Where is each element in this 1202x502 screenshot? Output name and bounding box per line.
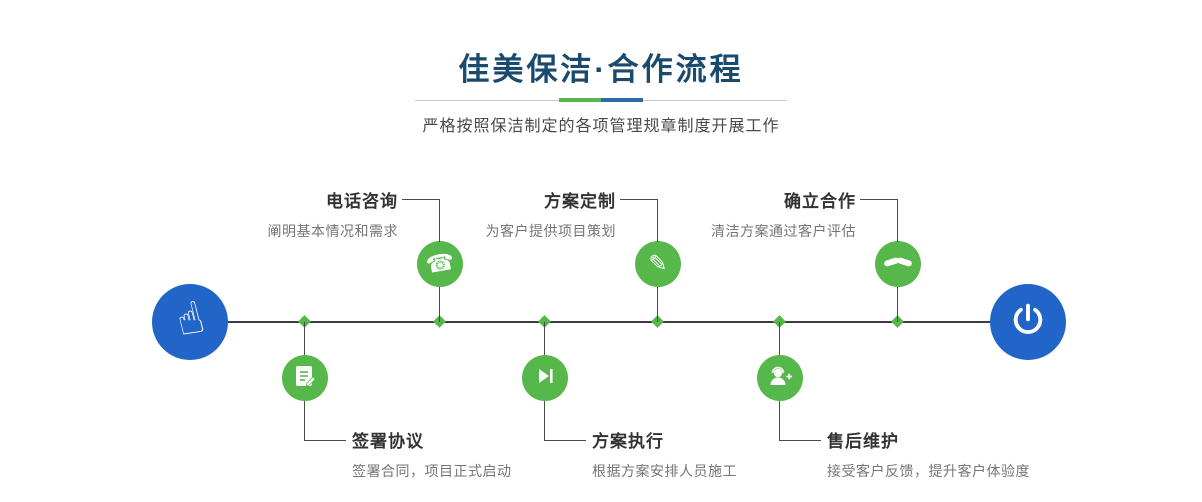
callout-line <box>304 401 305 440</box>
connector-line <box>304 322 305 355</box>
callout-line <box>402 199 440 200</box>
end-node <box>990 284 1066 360</box>
handshake-icon <box>883 247 913 282</box>
callout-line <box>860 199 898 200</box>
phone-icon: ☎ <box>423 248 457 279</box>
step-callout: 确立合作 清洁方案通过客户评估 <box>576 187 856 241</box>
step-desc: 接受客户反馈，提升客户体验度 <box>827 463 1030 479</box>
connector-line <box>657 287 658 322</box>
step-label: 售后维护 <box>827 432 899 451</box>
connector-line <box>544 322 545 355</box>
pointing-hand-icon: ☝ <box>170 291 210 348</box>
contract-icon <box>292 363 318 394</box>
step-callout: 售后维护 接受客户反馈，提升客户体验度 <box>827 427 1127 481</box>
callout-line <box>620 199 658 200</box>
step-label: 签署协议 <box>352 432 424 451</box>
power-icon <box>1010 302 1046 343</box>
callout-line <box>897 199 898 242</box>
step-node-phone: ☎ <box>417 241 463 287</box>
timeline-line <box>228 321 990 323</box>
start-node: ☝ <box>152 284 228 360</box>
callout-line <box>439 199 440 242</box>
step-label: 确立合作 <box>784 192 856 211</box>
step-desc: 清洁方案通过客户评估 <box>711 223 856 239</box>
step-node-contract <box>282 355 328 401</box>
pencil-icon: ✎ <box>648 250 668 277</box>
callout-line <box>544 401 545 440</box>
play-icon <box>533 364 557 393</box>
step-node-aftersales <box>757 355 803 401</box>
step-node-cooperate <box>875 241 921 287</box>
page-subtitle: 严格按照保洁制定的各项管理规章制度开展工作 <box>422 118 780 135</box>
divider-accent-green <box>559 98 601 102</box>
step-node-execute <box>522 355 568 401</box>
step-desc: 根据方案安排人员施工 <box>592 463 737 479</box>
page-title: 佳美保洁·合作流程 <box>458 52 744 87</box>
callout-line <box>779 440 821 441</box>
step-callout: 方案执行 根据方案安排人员施工 <box>592 427 892 481</box>
step-callout: 签署协议 签署合同，项目正式启动 <box>352 427 652 481</box>
connector-line <box>897 287 898 322</box>
step-label: 方案定制 <box>544 192 616 211</box>
connector-line <box>439 287 440 322</box>
step-label: 方案执行 <box>592 432 664 451</box>
step-desc: 阐明基本情况和需求 <box>267 223 398 239</box>
step-label: 电话咨询 <box>326 192 398 211</box>
callout-line <box>304 440 346 441</box>
step-desc: 为客户提供项目策划 <box>485 223 616 239</box>
divider-accent-blue <box>601 98 643 102</box>
callout-line <box>779 401 780 440</box>
callout-line <box>657 199 658 242</box>
callout-line <box>544 440 586 441</box>
step-callout: 方案定制 为客户提供项目策划 <box>336 187 616 241</box>
headset-icon <box>767 363 793 394</box>
step-node-plan: ✎ <box>635 241 681 287</box>
connector-line <box>779 322 780 355</box>
step-callout: 电话咨询 阐明基本情况和需求 <box>118 187 398 241</box>
step-desc: 签署合同，项目正式启动 <box>352 463 512 479</box>
